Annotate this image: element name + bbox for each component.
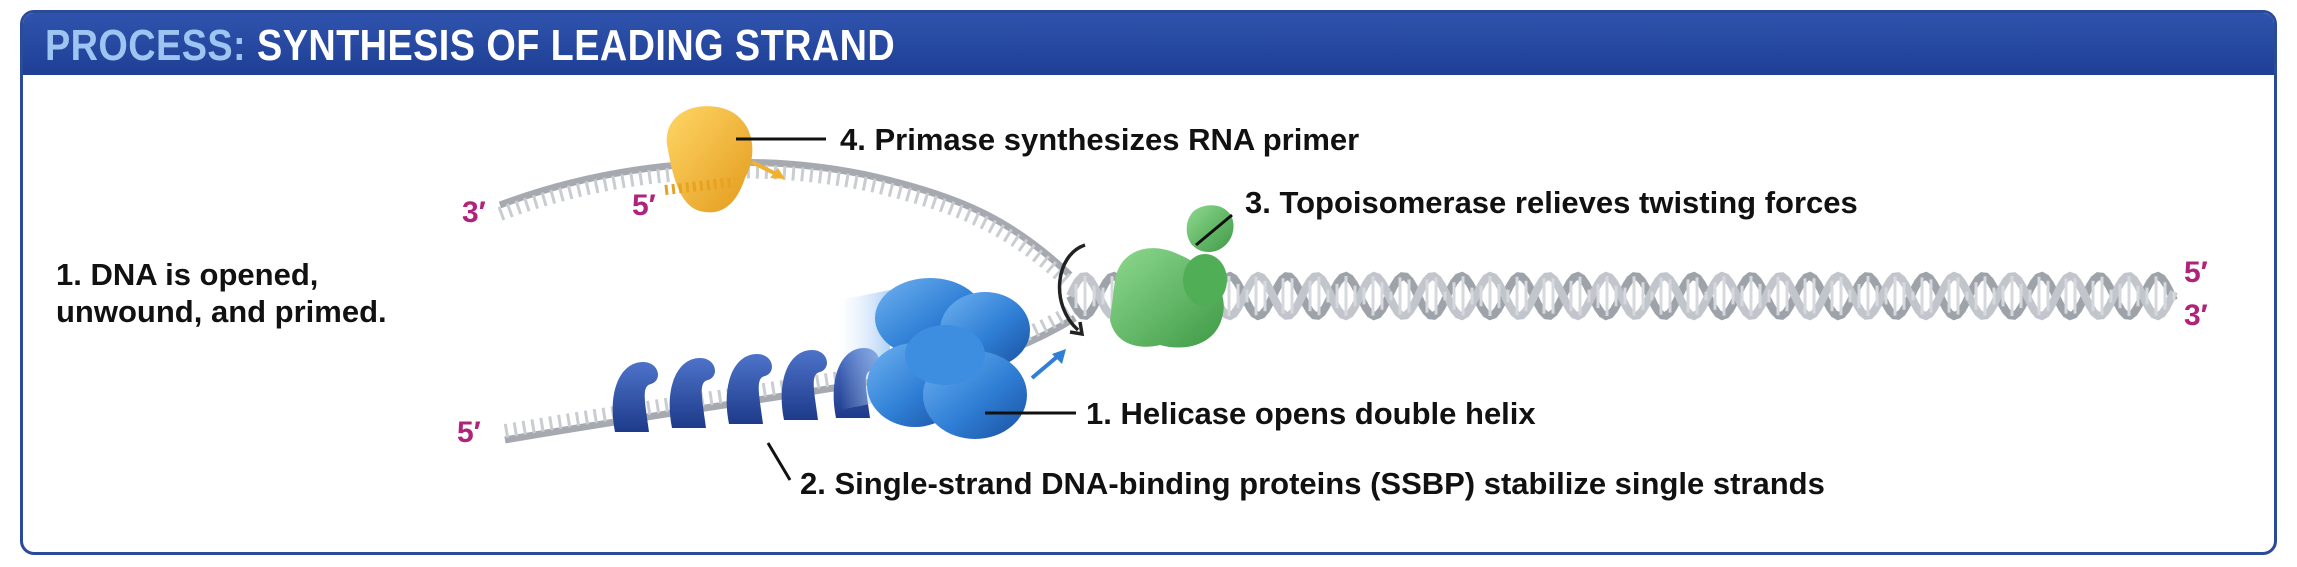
strand-end-bottom-left: 5′: [457, 416, 481, 449]
side-note-line-2: unwound, and primed.: [56, 294, 387, 329]
ssbp-label: 2. Single-strand DNA-binding proteins (S…: [800, 466, 1825, 501]
strand-end-right-top: 5′: [2184, 256, 2208, 289]
side-note-line-1: 1. DNA is opened,: [56, 257, 318, 292]
primase: [665, 106, 752, 212]
primase-label: 4. Primase synthesizes RNA primer: [840, 122, 1359, 157]
helicase-label: 1. Helicase opens double helix: [1086, 396, 1536, 431]
double-helix: [1070, 276, 2174, 316]
strand-end-right-bottom: 3′: [2184, 299, 2208, 332]
upper-single-strand: [500, 162, 1070, 284]
topoisomerase-label: 3. Topoisomerase relieves twisting force…: [1245, 185, 1858, 220]
topoisomerase: [1110, 205, 1234, 347]
ssbp-leader-line: [768, 443, 790, 480]
helicase-direction-arrow-icon: [1032, 349, 1066, 378]
strand-end-top-left: 3′: [462, 196, 486, 229]
strand-end-primer: 5′: [632, 189, 656, 222]
